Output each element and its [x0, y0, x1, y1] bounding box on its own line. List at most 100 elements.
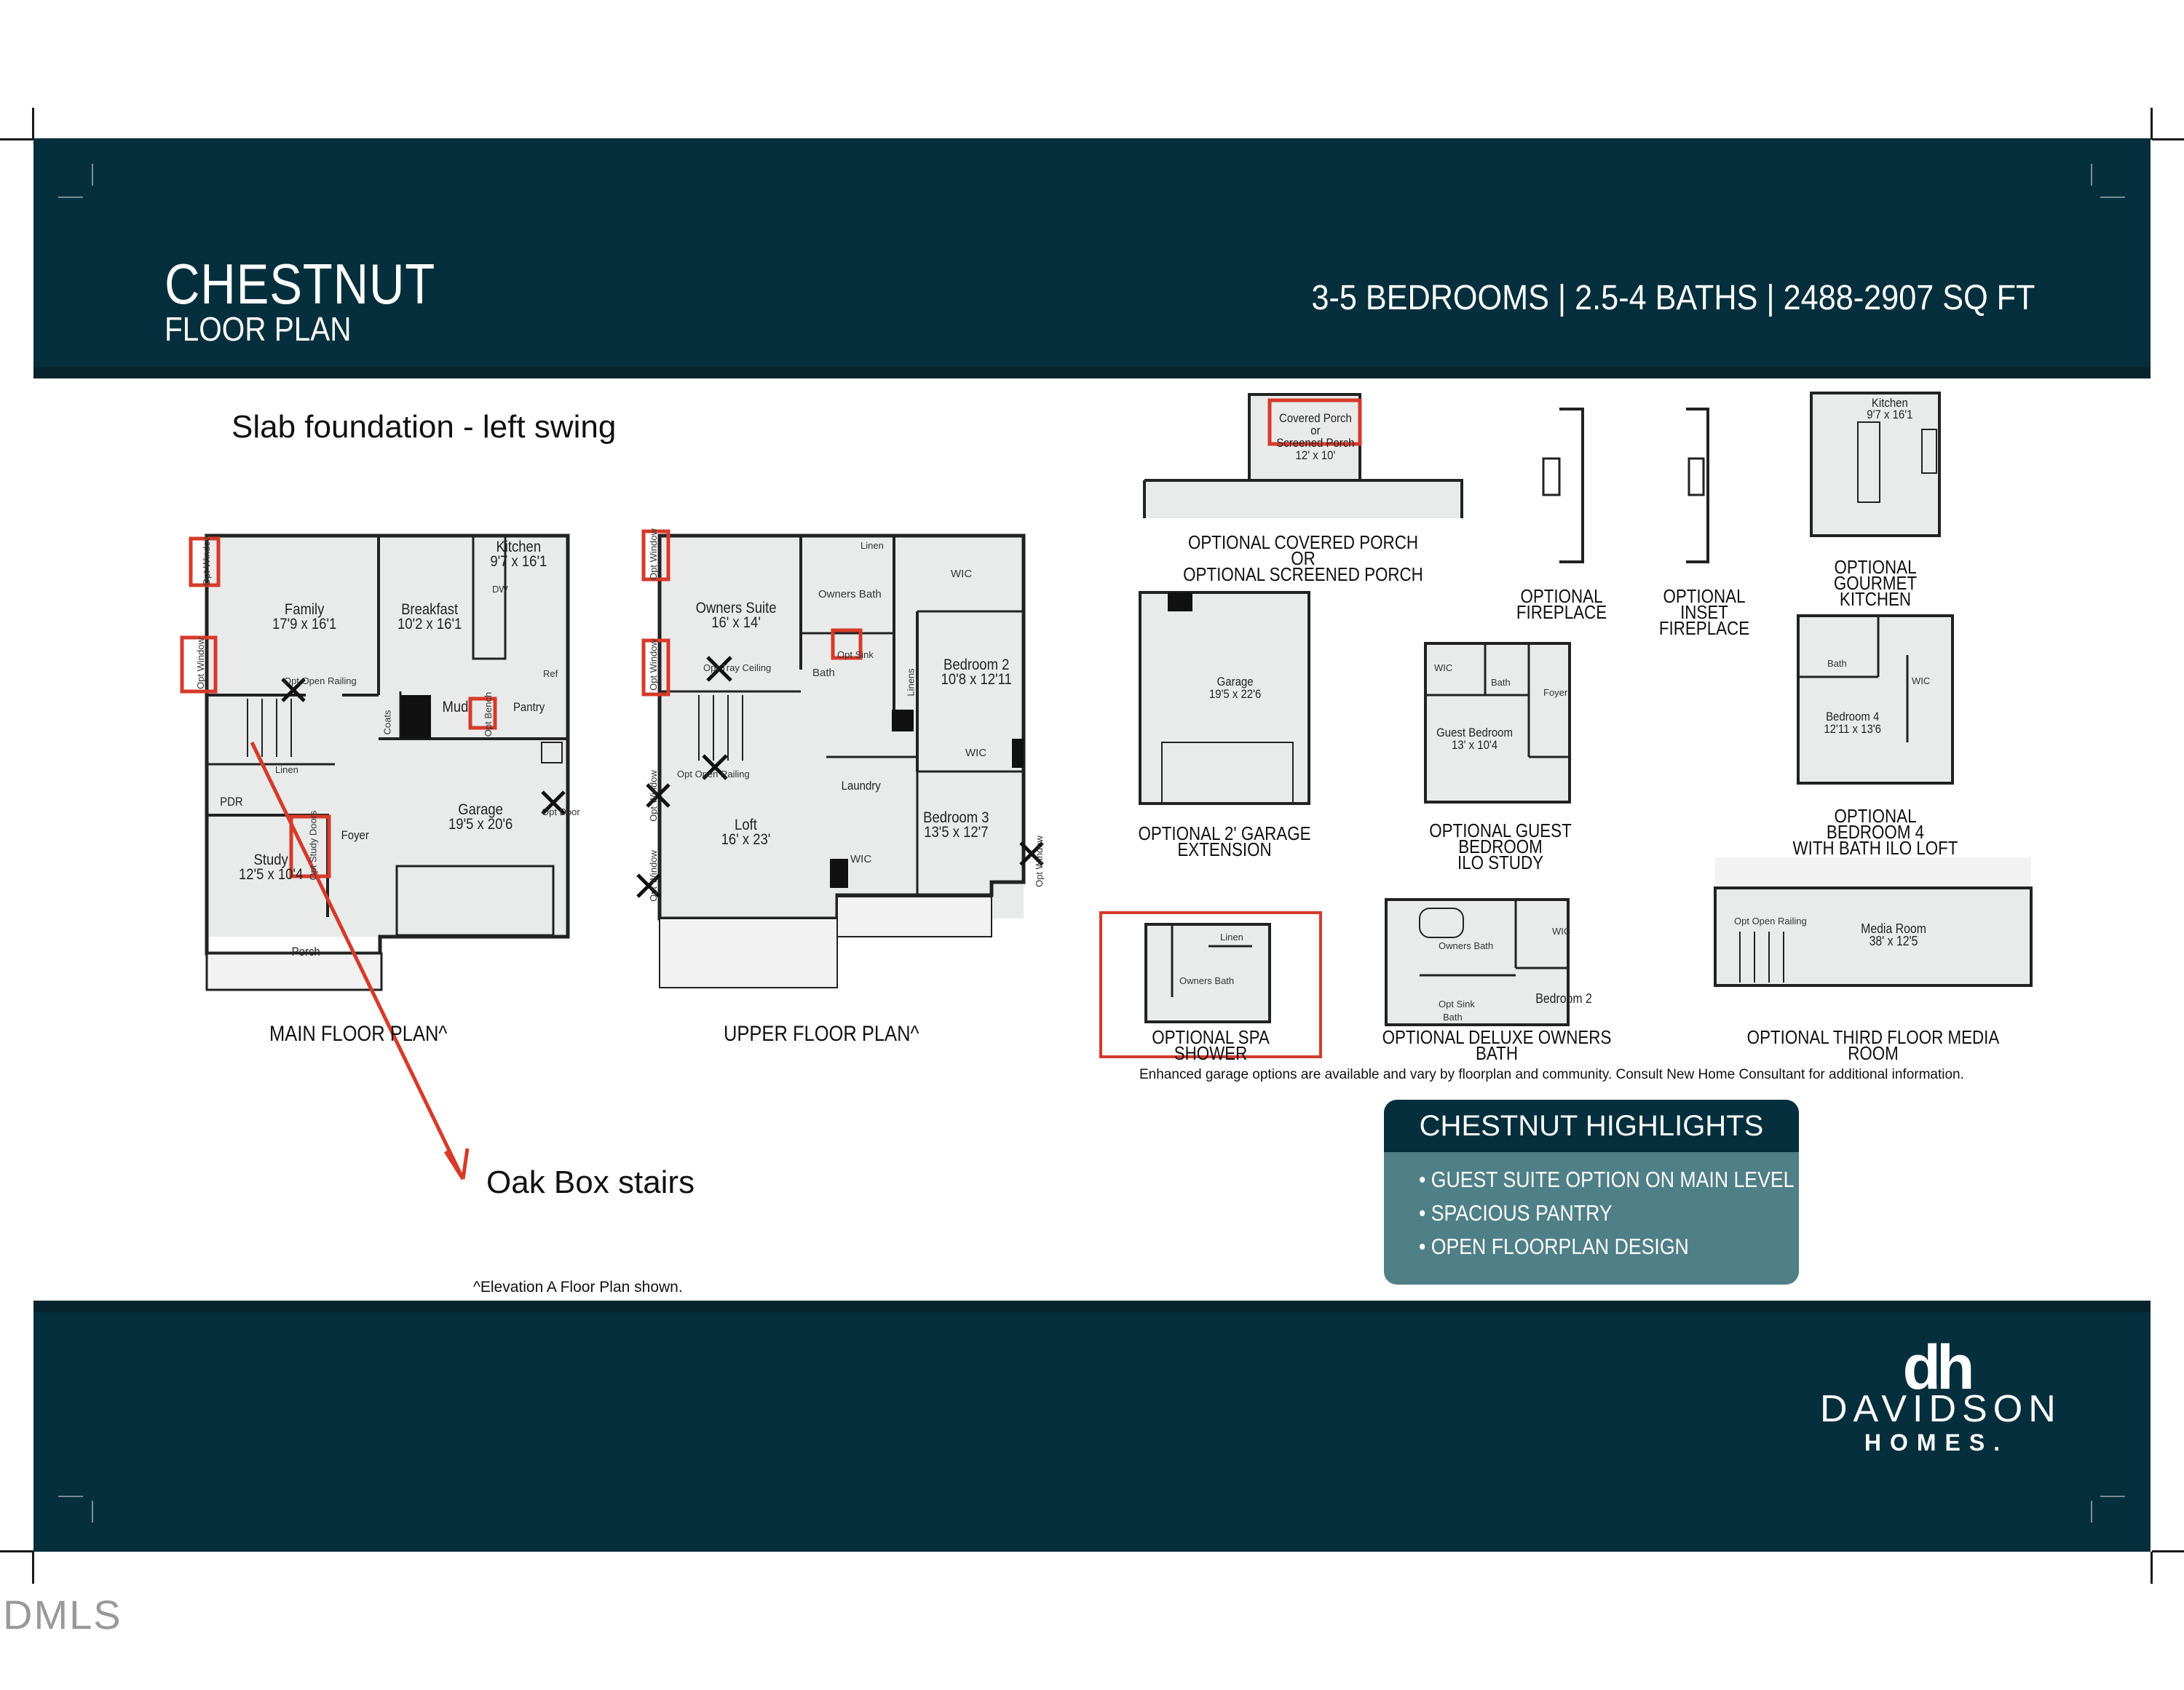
- room-study-name: Study: [253, 852, 288, 868]
- room-wic-upper: WIC: [951, 568, 973, 580]
- room-kitchen-name: Kitchen: [496, 539, 542, 555]
- opt-door-label: Opt Door: [542, 806, 580, 817]
- highlight-item: • SPACIOUS PANTRY: [1419, 1200, 1613, 1226]
- deluxe-owners-bath-label: Owners Bath: [1439, 940, 1494, 951]
- guest-foyer-label: Foyer: [1543, 687, 1568, 698]
- deluxe-opt-sink-label: Opt Sink: [1439, 999, 1475, 1009]
- media-room-title: Media Room: [1861, 921, 1926, 936]
- mls-watermark: DMLS: [3, 1592, 122, 1638]
- opt-deluxe-bath-drawing: [1385, 898, 1570, 1026]
- stairs-note: Oak Box stairs: [486, 1165, 695, 1200]
- opt-inset-fireplace-line2: INSET FIREPLACE: [1658, 601, 1750, 639]
- opt-garage-extension-label: OPTIONAL 2' GARAGE EXTENSION: [1136, 822, 1313, 859]
- room-wic-upper3: WIC: [850, 853, 872, 865]
- highlight-item: • OPEN FLOORPLAN DESIGN: [1419, 1234, 1689, 1259]
- crop-mark: [2091, 1501, 2092, 1523]
- opt-bedroom4-label: OPTIONAL BEDROOM 4 WITH BATH ILO LOFT: [1790, 805, 1961, 857]
- opt-bench-label: Opt Bench: [483, 691, 494, 737]
- main-floor-plan: [205, 533, 570, 991]
- opt-bedroom4-line1: OPTIONAL BEDROOM 4: [1826, 805, 1925, 843]
- room-bedroom2-dim: 10'8 x 12'11: [941, 671, 1012, 688]
- stairs-arrow: [250, 741, 470, 1181]
- room-bedroom3-dim: 13'5 x 12'7: [924, 824, 989, 841]
- guest-bath-label: Bath: [1491, 677, 1511, 688]
- deluxe-bath-label: Bath: [1443, 1012, 1463, 1023]
- opt-inset-fireplace-label: OPTIONAL INSET FIREPLACE: [1635, 587, 1774, 639]
- room-owners-bath: Owners Bath: [818, 588, 882, 600]
- opt-garage-ext-line1: OPTIONAL 2' GARAGE: [1138, 822, 1311, 844]
- deluxe-wic-label: WIC: [1552, 926, 1571, 937]
- opt-window-upper-label: Opt Window: [647, 528, 659, 580]
- room-family-dim: 17'9 x 16'1: [272, 616, 337, 632]
- opt-gourmet-kitchen-drawing: [1810, 392, 1941, 537]
- opt-gourmet-kitchen-label: OPTIONAL GOURMET KITCHEN: [1797, 558, 1955, 610]
- room-owners-suite-dim: 16' x 14': [711, 614, 761, 631]
- opt-guest-bedroom-line1: OPTIONAL GUEST BEDROOM: [1429, 820, 1572, 857]
- opt-window-label: Opt Window: [194, 638, 206, 689]
- room-linens-upper: Linens: [905, 668, 917, 697]
- crop-mark: [0, 138, 33, 140]
- opt-covered-porch-room: Covered Porch or Screened Porch 12' x 10…: [1276, 412, 1354, 461]
- crop-mark: [2151, 108, 2153, 140]
- room-pdr: PDR: [220, 795, 243, 809]
- crop-mark: [2100, 197, 2125, 198]
- crop-mark: [2152, 138, 2184, 140]
- room-pantry: Pantry: [513, 700, 545, 714]
- logo-sub: HOMES.: [1864, 1429, 2009, 1456]
- opt-fireplace-line2: FIREPLACE: [1516, 601, 1607, 623]
- main-floor-label: MAIN FLOOR PLAN^: [269, 1022, 448, 1046]
- highlights-heading: CHESTNUT HIGHLIGHTS: [1384, 1100, 1799, 1152]
- room-kitchen-dim: 9'7 x 16'1: [490, 553, 547, 570]
- room-laundry: Laundry: [841, 779, 881, 793]
- page-title: CHESTNUT: [165, 252, 436, 316]
- room-owners-suite-name: Owners Suite: [695, 600, 777, 616]
- room-family-name: Family: [284, 601, 325, 618]
- garage-ext-name: Garage: [1216, 675, 1254, 689]
- opt-tray-ceiling-label: Opt Tray Ceiling: [703, 662, 772, 673]
- disclaimer-text: Enhanced garage options are available an…: [1139, 1067, 1964, 1082]
- removal-x-marks: [281, 656, 1044, 898]
- opt-garage-ext-room: Garage 19'5 x 22'6: [1209, 675, 1261, 700]
- garage-ext-dim: 19'5 x 22'6: [1208, 687, 1262, 701]
- logo-name: DAVIDSON: [1820, 1388, 2062, 1430]
- guest-bedroom-dim: 13' x 10'4: [1451, 738, 1498, 752]
- highlight-item: • GUEST SUITE OPTION ON MAIN LEVEL: [1419, 1167, 1795, 1192]
- bedroom4-name: Bedroom 4: [1826, 710, 1880, 723]
- bedroom4-wic-label: WIC: [1912, 675, 1931, 686]
- opt-covered-porch-line1: OPTIONAL COVERED PORCH OR: [1188, 531, 1418, 569]
- opt-inset-fireplace-drawing: [1686, 408, 1709, 563]
- gourmet-kitchen-name: Kitchen: [1871, 396, 1908, 410]
- crop-mark: [92, 1501, 93, 1523]
- opt-covered-porch-line2: OPTIONAL SCREENED PORCH: [1183, 563, 1423, 585]
- opt-media-room-drawing: [1714, 857, 2033, 987]
- appliance-ref: Ref: [543, 668, 558, 679]
- opt-fireplace-label: OPTIONAL FIREPLACE: [1508, 587, 1615, 623]
- covered-porch-dim: 12' x 10': [1295, 448, 1336, 462]
- opt-guest-bedroom-drawing: [1424, 642, 1571, 804]
- opt-fireplace-drawing: [1542, 408, 1584, 563]
- room-breakfast-name: Breakfast: [401, 601, 459, 618]
- room-loft-dim: 16' x 23': [721, 831, 771, 848]
- room-bedroom3-name: Bedroom 3: [923, 809, 989, 826]
- room-garage-name: Garage: [458, 801, 503, 818]
- opt-window-upper-label: Opt Window: [1033, 836, 1045, 887]
- spa-owners-bath-label: Owners Bath: [1179, 975, 1235, 986]
- spa-linen-label: Linen: [1220, 932, 1243, 943]
- crop-mark: [2152, 1550, 2184, 1552]
- appliance-dw: DW: [492, 584, 508, 595]
- opt-gourmet-kitchen-line2: GOURMET KITCHEN: [1833, 572, 1918, 610]
- room-garage-dim: 19'5 x 20'6: [448, 816, 513, 833]
- logo-monogram: dh: [1902, 1333, 1974, 1403]
- crop-mark: [58, 197, 83, 198]
- footer-band: [33, 1301, 2151, 1552]
- covered-porch-line1: Covered Porch: [1279, 411, 1352, 425]
- opt-garage-extension-drawing: [1139, 591, 1310, 805]
- room-study-dim: 12'5 x 10'4: [239, 866, 304, 883]
- deluxe-bedroom2-label: Bedroom 2: [1535, 991, 1592, 1006]
